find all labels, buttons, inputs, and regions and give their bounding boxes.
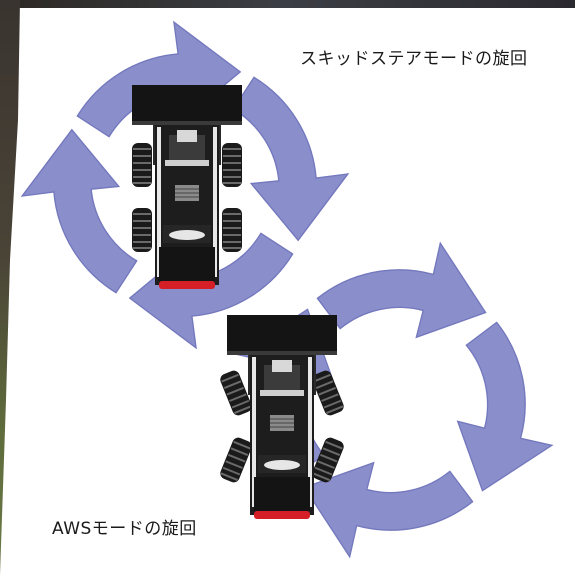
photo-left-edge [0,0,20,575]
skid-steer-turn-label: スキッドステアモードの旋回 [300,49,528,69]
aws-turn-label: AWSモードの旋回 [52,519,197,539]
skid-steer-loader-icon [131,84,243,290]
photo-top-edge [0,0,575,8]
